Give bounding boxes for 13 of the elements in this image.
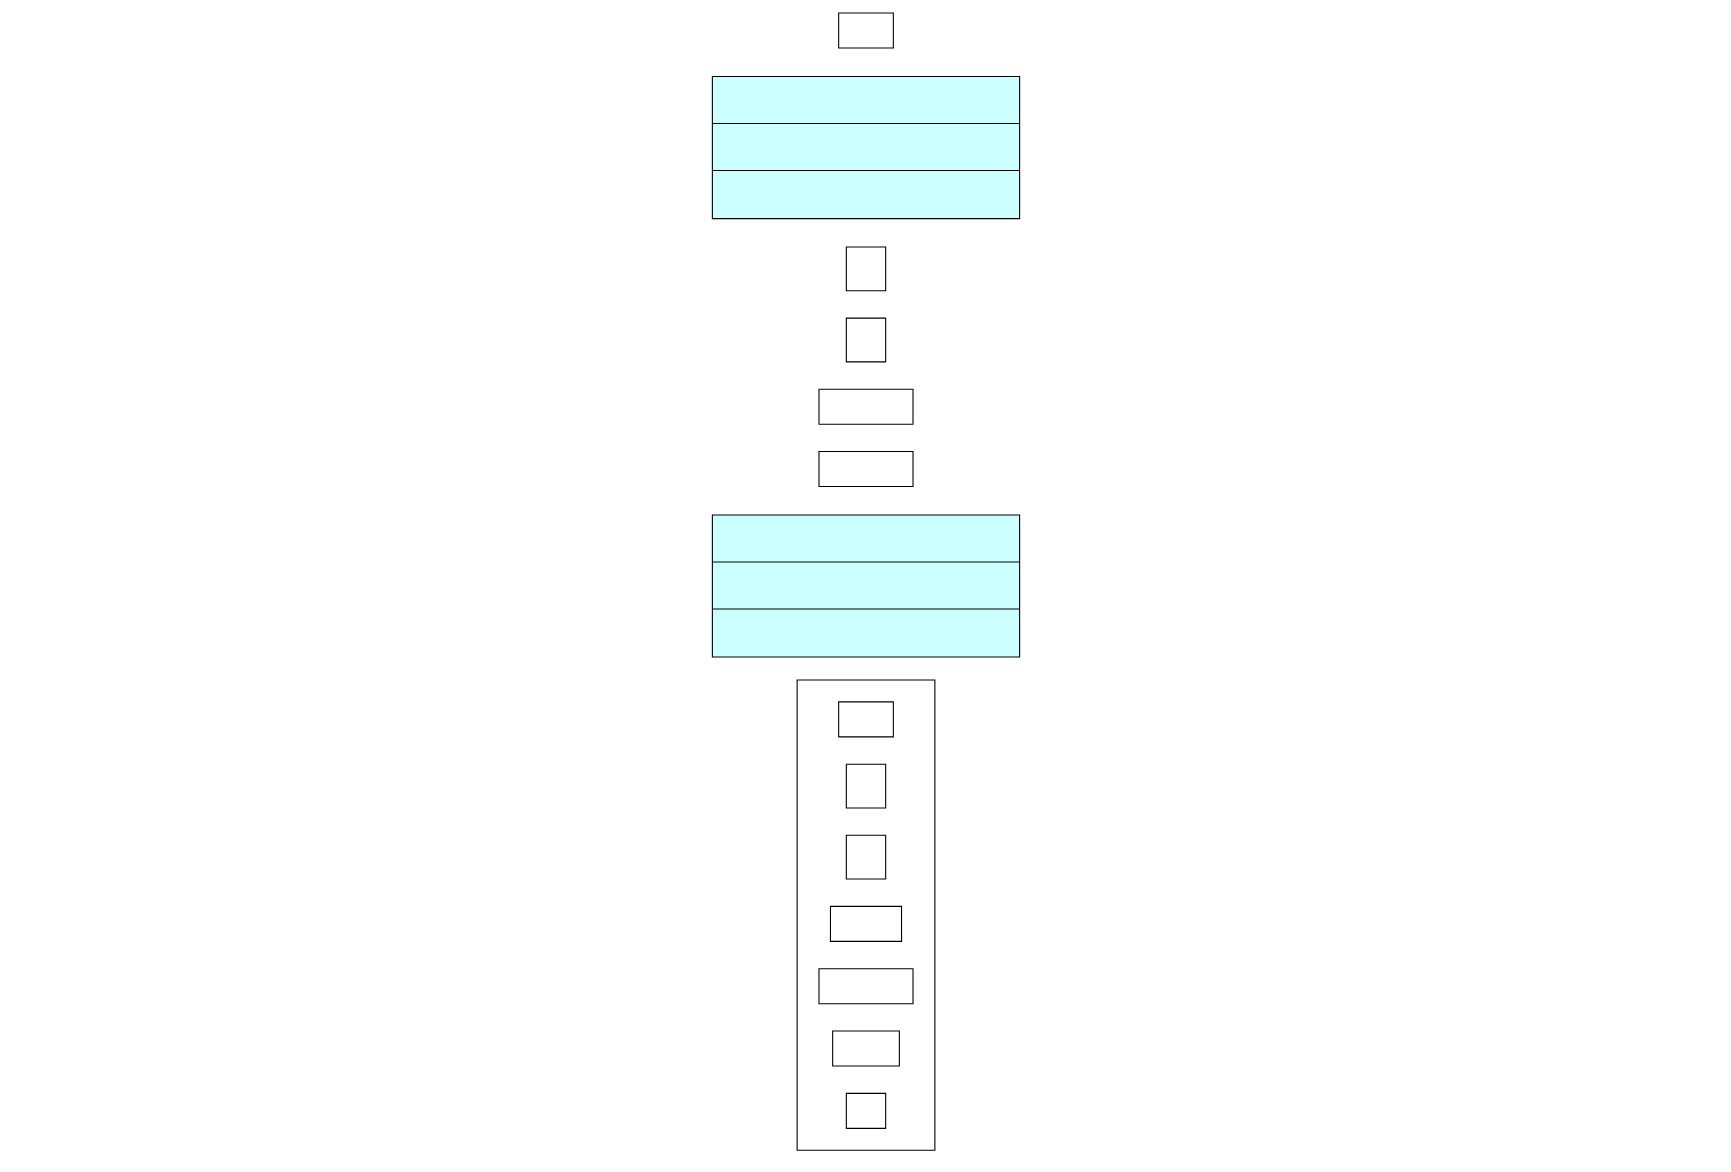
node-box xyxy=(845,1092,886,1129)
node-box xyxy=(817,968,914,1005)
node-box xyxy=(829,905,902,942)
node-box xyxy=(837,701,894,738)
node-box xyxy=(845,834,886,880)
node-box xyxy=(831,1030,900,1067)
node-box xyxy=(837,12,894,49)
node-box xyxy=(845,763,886,809)
cluster xyxy=(796,679,935,1151)
node-box xyxy=(845,246,886,292)
node-box xyxy=(845,317,886,363)
node-box xyxy=(817,388,914,425)
node-box xyxy=(817,450,914,488)
